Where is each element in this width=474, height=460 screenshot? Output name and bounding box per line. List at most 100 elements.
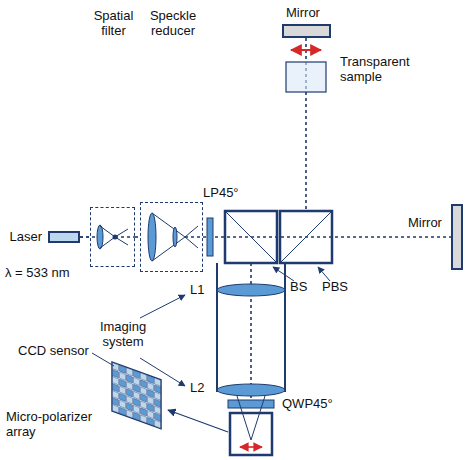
component-label: Mirror [286,6,320,21]
polarizer-cell [148,375,154,383]
group-label: Imaging system [92,320,154,350]
polarizer-cell [113,384,119,392]
polarizer-cell [127,382,133,390]
polarizer-cell [148,382,154,390]
leader-arrow [273,267,294,281]
polarizer-cell [155,378,161,386]
polarizer-cell [141,415,147,423]
lens-label: L2 [190,381,204,396]
polarizer-cell [113,391,119,399]
beam [80,38,452,400]
polarizer-cell [148,396,154,404]
polarizer-cell [141,408,147,416]
diffuser [173,227,177,247]
component-label: Transparent sample [340,55,420,85]
displacement-arrow [291,49,321,51]
polarizer-cell [120,372,126,380]
polarizer-cell [155,399,161,407]
laser-label: Laser [9,230,42,245]
polarizer-cell [155,392,161,400]
polarizer-cell [127,389,133,397]
linear-polarizer [207,218,213,256]
leader-arrow [140,358,185,386]
component-label: CCD sensor [18,344,89,359]
imaging-tube [284,263,286,392]
camera-cube [230,413,272,455]
polarizer-cell [155,420,161,428]
leader-arrow [168,410,228,432]
polarizer-cell [134,370,140,378]
splitter-surface [225,211,277,263]
polarizer-cell [155,385,161,393]
polarizer-cell [127,396,133,404]
component-label: Micro-polarizer array [6,410,106,440]
polarizer-cell [141,401,147,409]
polarizer-cell [155,413,161,421]
speckle-reducer-box: Speckle reducer [140,202,203,272]
component-label: QWP45° [282,397,333,412]
polarizer-cell [148,410,154,418]
lens [217,384,285,396]
polarizer-cell [127,410,133,418]
quarter-wave-plate [228,400,274,408]
polarizer-cell [141,373,147,381]
leader-arrow [140,295,185,318]
polarization-arrow [240,446,262,448]
polarizer-cell [120,365,126,373]
polarizer-cell [113,377,119,385]
polarizer-cell [113,363,119,371]
polarizer-cell [127,368,133,376]
polarizer-cell [113,370,119,378]
lens [217,284,285,296]
polarizer-cell [127,375,133,383]
focus-rays [100,226,128,248]
polarizer-cell [141,387,147,395]
component-label: Spatial filter [87,9,140,39]
polarizer-cell [134,384,140,392]
polarizer-cell [120,393,126,401]
polarizer-cell [134,391,140,399]
focus-rays [237,396,265,440]
sample [286,62,326,92]
component-label: Speckle reducer [142,9,204,39]
polarizer-cell [148,389,154,397]
polarizer-cell [134,412,140,420]
polarizer-cell [148,403,154,411]
splitter-surface [280,211,332,263]
spatial-filter-box: Spatial filter [90,207,135,267]
polarizer-cell [113,398,119,406]
leader-line [92,353,114,366]
polarizer-cell [134,405,140,413]
polarizer-cell [141,394,147,402]
micro-polarizer-grid [112,362,161,429]
polarizer-cell [113,405,119,413]
laser-box: Laser [48,231,80,243]
component-label: LP45° [203,186,239,201]
lens [148,213,156,261]
beam-connector [80,236,90,238]
mirror [452,205,462,269]
wavelength-label: λ = 533 nm [5,266,70,281]
imaging-tube [216,263,218,392]
component-label: PBS [322,280,348,295]
polarizer-cell [141,380,147,388]
polarizer-cell [120,407,126,415]
polarizer-cell [120,379,126,387]
beam-splitter [225,211,277,263]
lens [97,225,103,249]
component-label: BS [290,280,307,295]
mirror [283,25,330,37]
component-label: Mirror [408,216,442,231]
polarizer-cell [148,417,154,425]
polarizer-cell [134,398,140,406]
polarizer-cell [127,403,133,411]
polarizer-cell [120,386,126,394]
focus-rays [152,213,198,261]
polarizer-cell [134,377,140,385]
lens-label: L1 [190,283,204,298]
polarizer-cell [120,400,126,408]
pinhole [113,235,118,240]
polarizing-beam-splitter [280,211,332,263]
leader-arrow [318,267,330,281]
